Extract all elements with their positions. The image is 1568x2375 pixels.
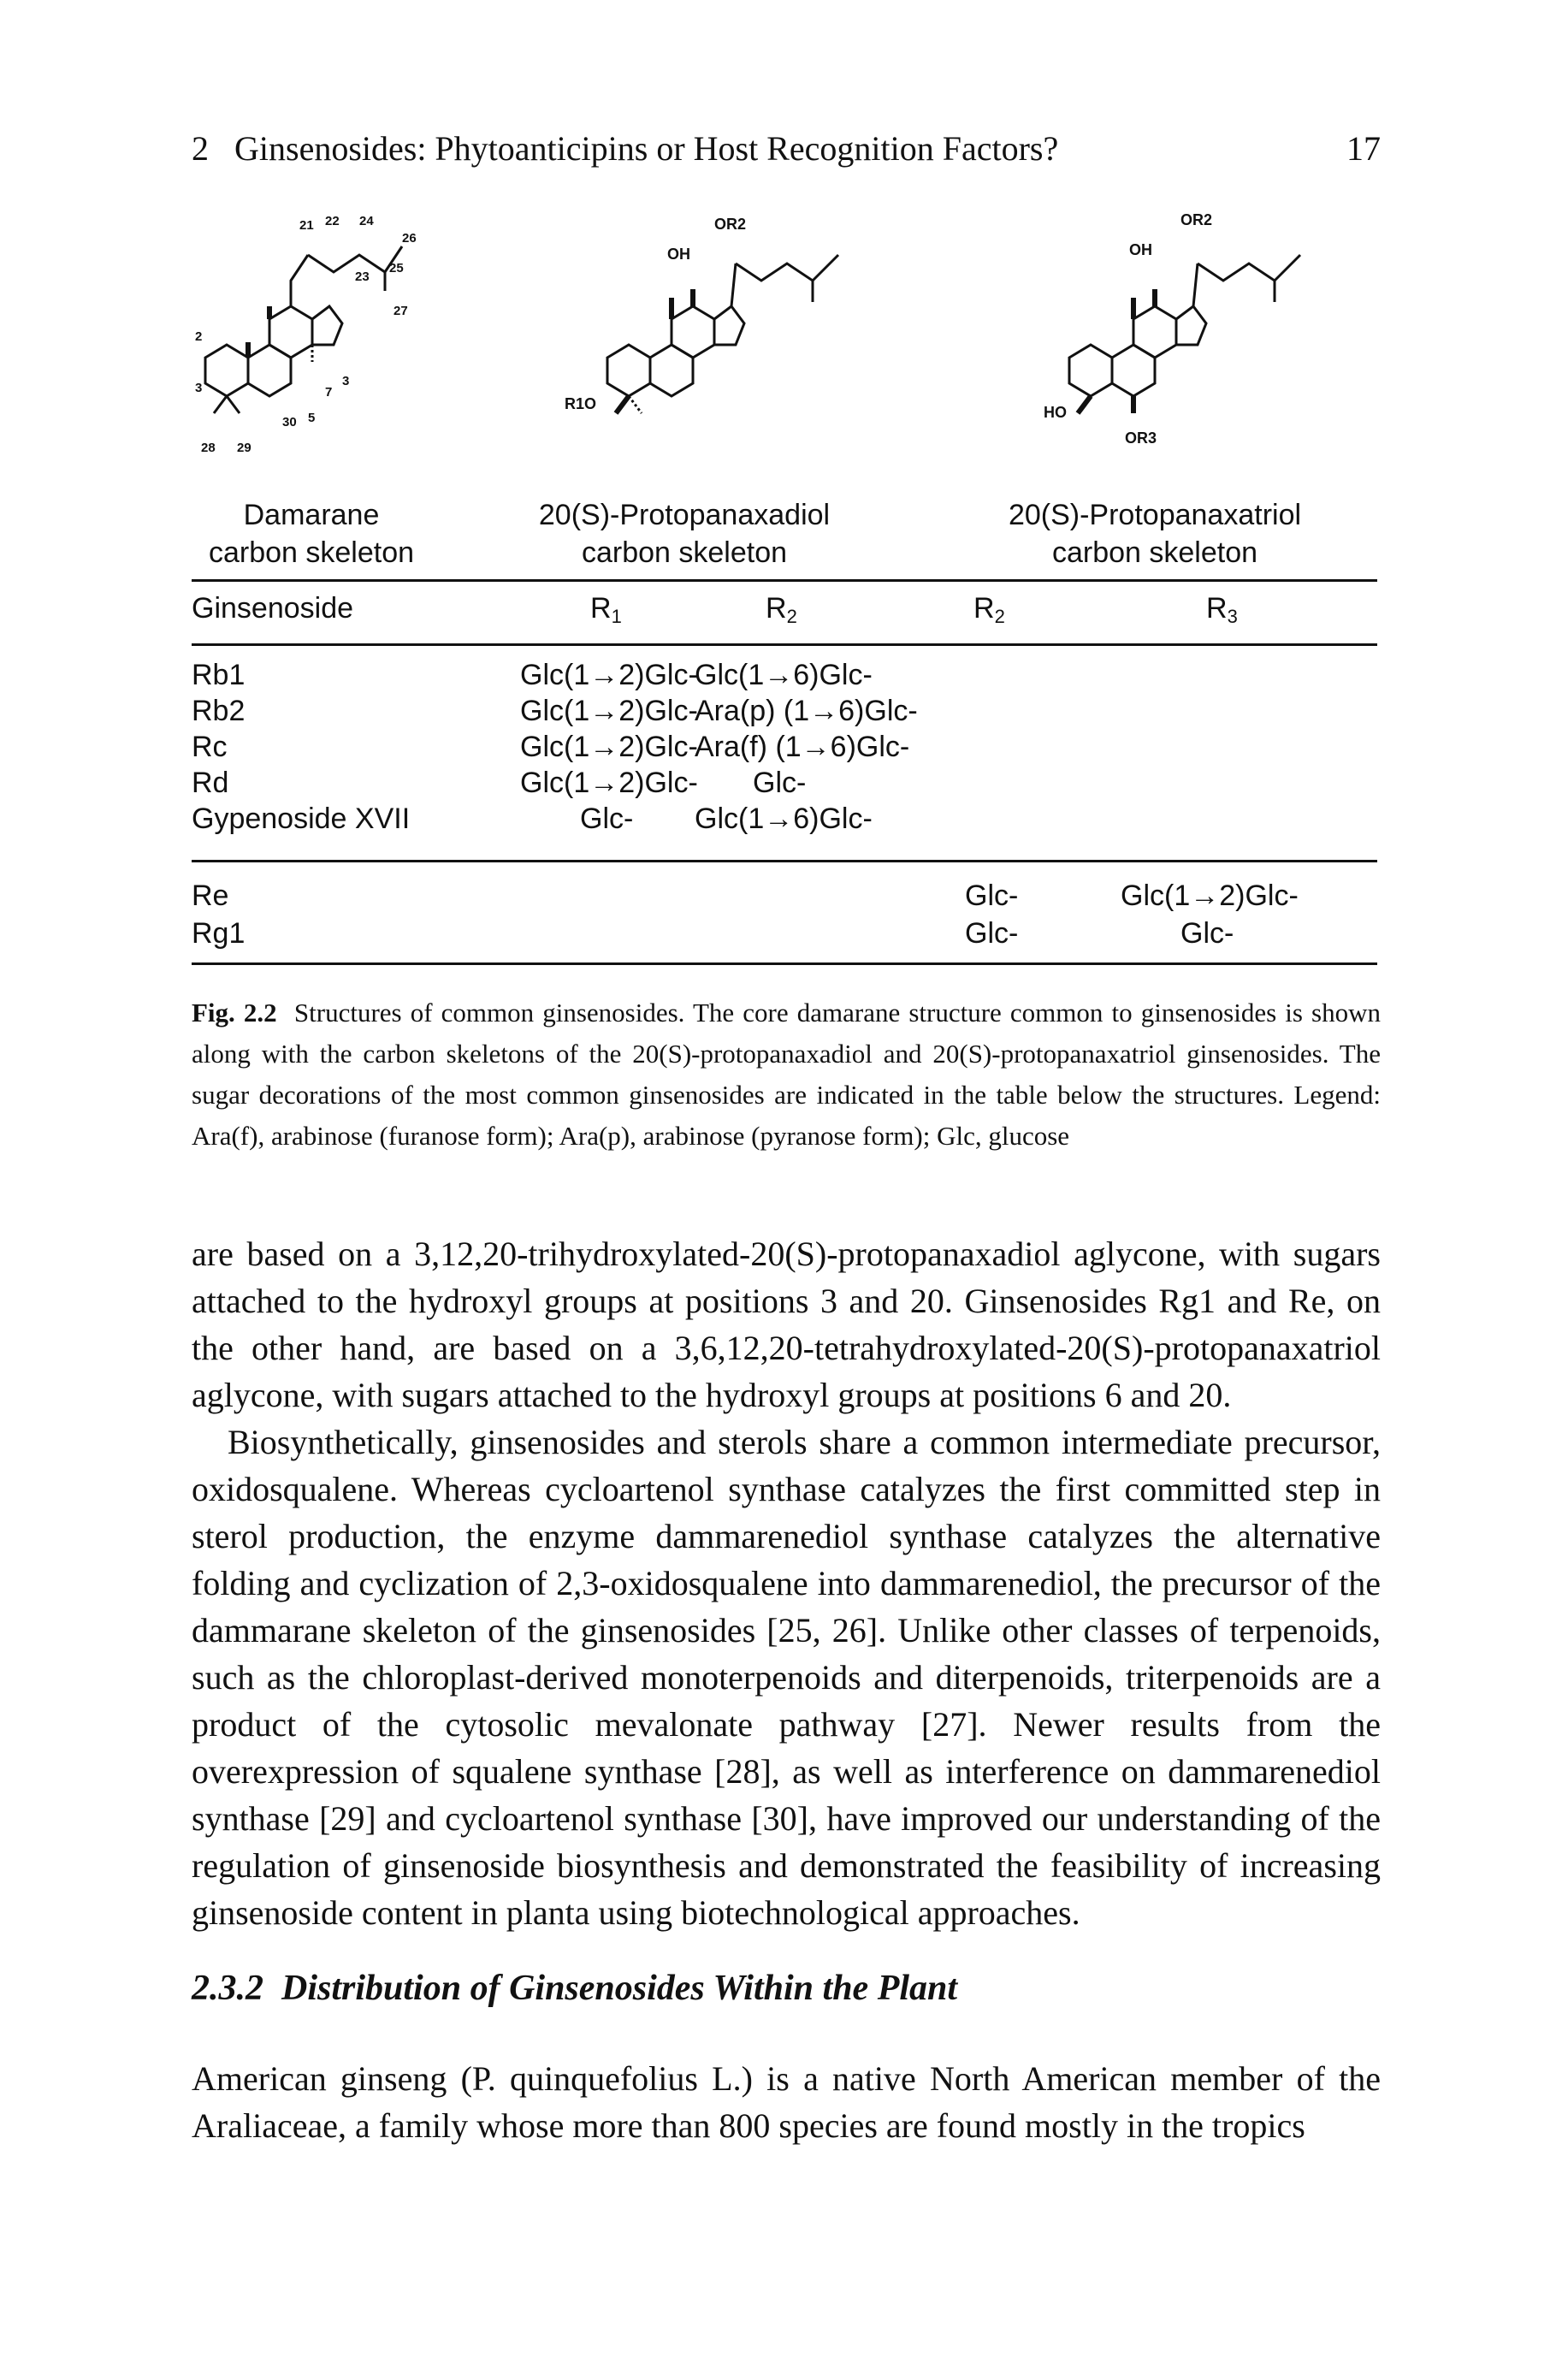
caption-text: Structures of common ginsenosides. The c… — [192, 998, 1381, 1151]
structure-drawings: 28 29 2 3 5 30 7 3 21 22 24 26 27 23 25 — [195, 211, 1302, 455]
atom-label: 23 — [355, 269, 370, 284]
r2-value: Glc- — [753, 767, 807, 799]
ppd-label: 20(S)-Protopanaxadiol carbon skeleton — [538, 499, 831, 569]
col-header-r3: R3 — [1206, 592, 1238, 627]
r2-value: Glc(1→6)Glc- — [695, 803, 873, 835]
ginsenoside-name: Rg1 — [192, 917, 246, 950]
atom-label: 25 — [389, 261, 404, 275]
ginsenoside-name: Rb1 — [192, 659, 246, 691]
atom-label: 3 — [195, 381, 202, 395]
body-paragraph: are based on a 3,12,20-trihydroxylated-2… — [192, 1235, 1381, 1414]
r1-value: Glc(1→2)Glc- — [520, 731, 698, 763]
r1-value: Glc(1→2)Glc- — [520, 767, 698, 799]
ppt-label: 20(S)-Protopanaxatriol carbon skeleton — [1008, 499, 1302, 569]
atom-label: 24 — [359, 214, 374, 228]
group-label: OR2 — [714, 216, 746, 233]
r1-value: Glc(1→2)Glc- — [520, 659, 698, 691]
section-heading: 2.3.2 Distribution of Ginsenosides Withi… — [192, 1969, 958, 2008]
page-number: 17 — [1346, 129, 1381, 168]
figure-caption: Fig. 2.2 Structures of common ginsenosid… — [192, 992, 1381, 1157]
damarane-label: Damarane carbon skeleton — [208, 499, 415, 569]
ginsenoside-name: Re — [192, 880, 229, 912]
atom-label: 30 — [282, 415, 297, 429]
running-title: 2 Ginsenosides: Phytoanticipins or Host … — [192, 129, 1059, 168]
body-section-2: American ginseng (P. quinquefolius L.) i… — [192, 2055, 1381, 2149]
atom-label: 22 — [325, 214, 340, 228]
group-label: R1O — [565, 395, 596, 412]
ginsenoside-name: Rb2 — [192, 695, 246, 727]
col-header-r1: R1 — [590, 592, 622, 627]
atom-label: 29 — [237, 441, 251, 455]
body-paragraph: Biosynthetically, ginsenosides and stero… — [192, 1423, 1381, 1932]
table-rule-bottom — [192, 962, 1377, 965]
table-rule-mid — [192, 860, 1377, 862]
atom-label: 3 — [342, 374, 349, 388]
atom-label: 27 — [393, 304, 408, 318]
atom-label: 21 — [299, 218, 314, 233]
r1-value: Glc- — [580, 803, 634, 835]
protopanaxatriol-skeleton: OR2 OH HO OR3 — [1044, 211, 1302, 447]
ginsenoside-name: Gypenoside XVII — [192, 803, 411, 835]
group-label: OH — [1129, 241, 1152, 258]
figure-label: Fig. 2.2 — [192, 998, 277, 1028]
damarane-skeleton: 28 29 2 3 5 30 7 3 21 22 24 26 27 23 25 — [195, 214, 417, 455]
group-label: OH — [667, 246, 690, 263]
atom-label: 28 — [201, 441, 216, 455]
r3-value: Glc- — [1180, 917, 1234, 950]
atom-label: 26 — [402, 231, 417, 246]
r1-value: Glc(1→2)Glc- — [520, 695, 698, 727]
running-header: 2 Ginsenosides: Phytoanticipins or Host … — [192, 128, 1381, 169]
table-rule-header — [192, 643, 1377, 646]
atom-label: 2 — [195, 329, 202, 344]
r2-value: Ara(f) (1→6)Glc- — [695, 731, 910, 763]
col-header-r2-ppd: R2 — [766, 592, 797, 627]
group-label: OR2 — [1180, 211, 1212, 228]
r2-value: Glc- — [965, 917, 1019, 950]
col-header-r2-ppt: R2 — [973, 592, 1005, 627]
body-section-1: are based on a 3,12,20-trihydroxylated-2… — [192, 1230, 1381, 1936]
ginsenoside-name: Rd — [192, 767, 229, 799]
r2-value: Glc- — [965, 880, 1019, 912]
col-header-ginsenoside: Ginsenoside — [192, 592, 354, 625]
atom-label: 7 — [325, 385, 332, 400]
table-rule-top — [192, 579, 1377, 582]
body-paragraph: American ginseng (P. quinquefolius L.) i… — [192, 2059, 1381, 2145]
group-label: OR3 — [1125, 429, 1157, 447]
chemical-structures: 28 29 2 3 5 30 7 3 21 22 24 26 27 23 25 — [188, 195, 1377, 486]
r2-value: Ara(p) (1→6)Glc- — [695, 695, 918, 727]
ginsenoside-name: Rc — [192, 731, 228, 763]
atom-label: 5 — [308, 411, 315, 425]
group-label: HO — [1044, 404, 1067, 421]
protopanaxadiol-skeleton: OR2 OH R1O — [565, 216, 840, 415]
r3-value: Glc(1→2)Glc- — [1121, 880, 1299, 912]
r2-value: Glc(1→6)Glc- — [695, 659, 873, 691]
